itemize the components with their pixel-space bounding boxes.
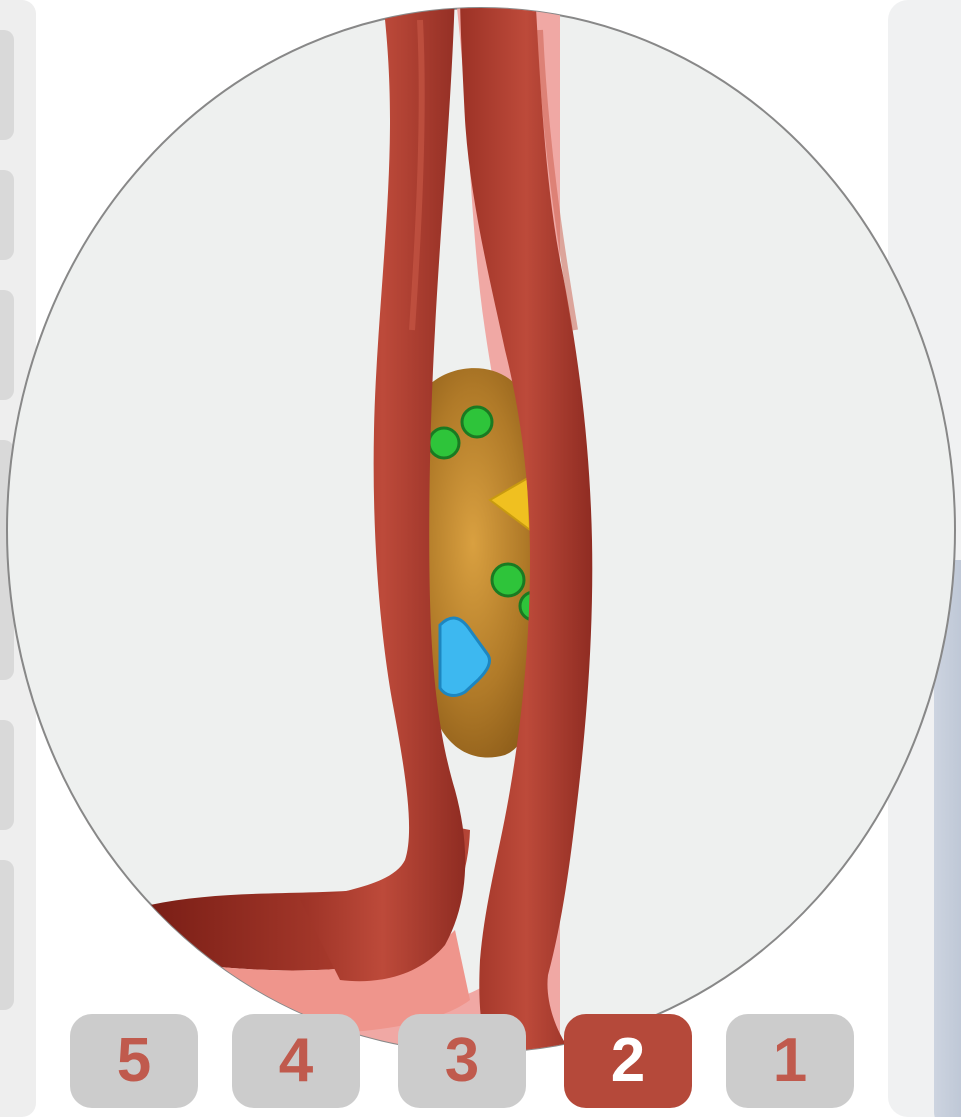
green-cell-icon <box>429 428 459 458</box>
step-3-button[interactable]: 3 <box>398 1014 526 1108</box>
step-navigation: 5 4 3 2 1 <box>0 1010 961 1110</box>
green-cell-icon <box>462 407 492 437</box>
step-5-button[interactable]: 5 <box>70 1014 198 1108</box>
step-4-button[interactable]: 4 <box>232 1014 360 1108</box>
step-2-button[interactable]: 2 <box>564 1014 692 1108</box>
green-cell-icon <box>492 564 524 596</box>
step-1-button[interactable]: 1 <box>726 1014 854 1108</box>
